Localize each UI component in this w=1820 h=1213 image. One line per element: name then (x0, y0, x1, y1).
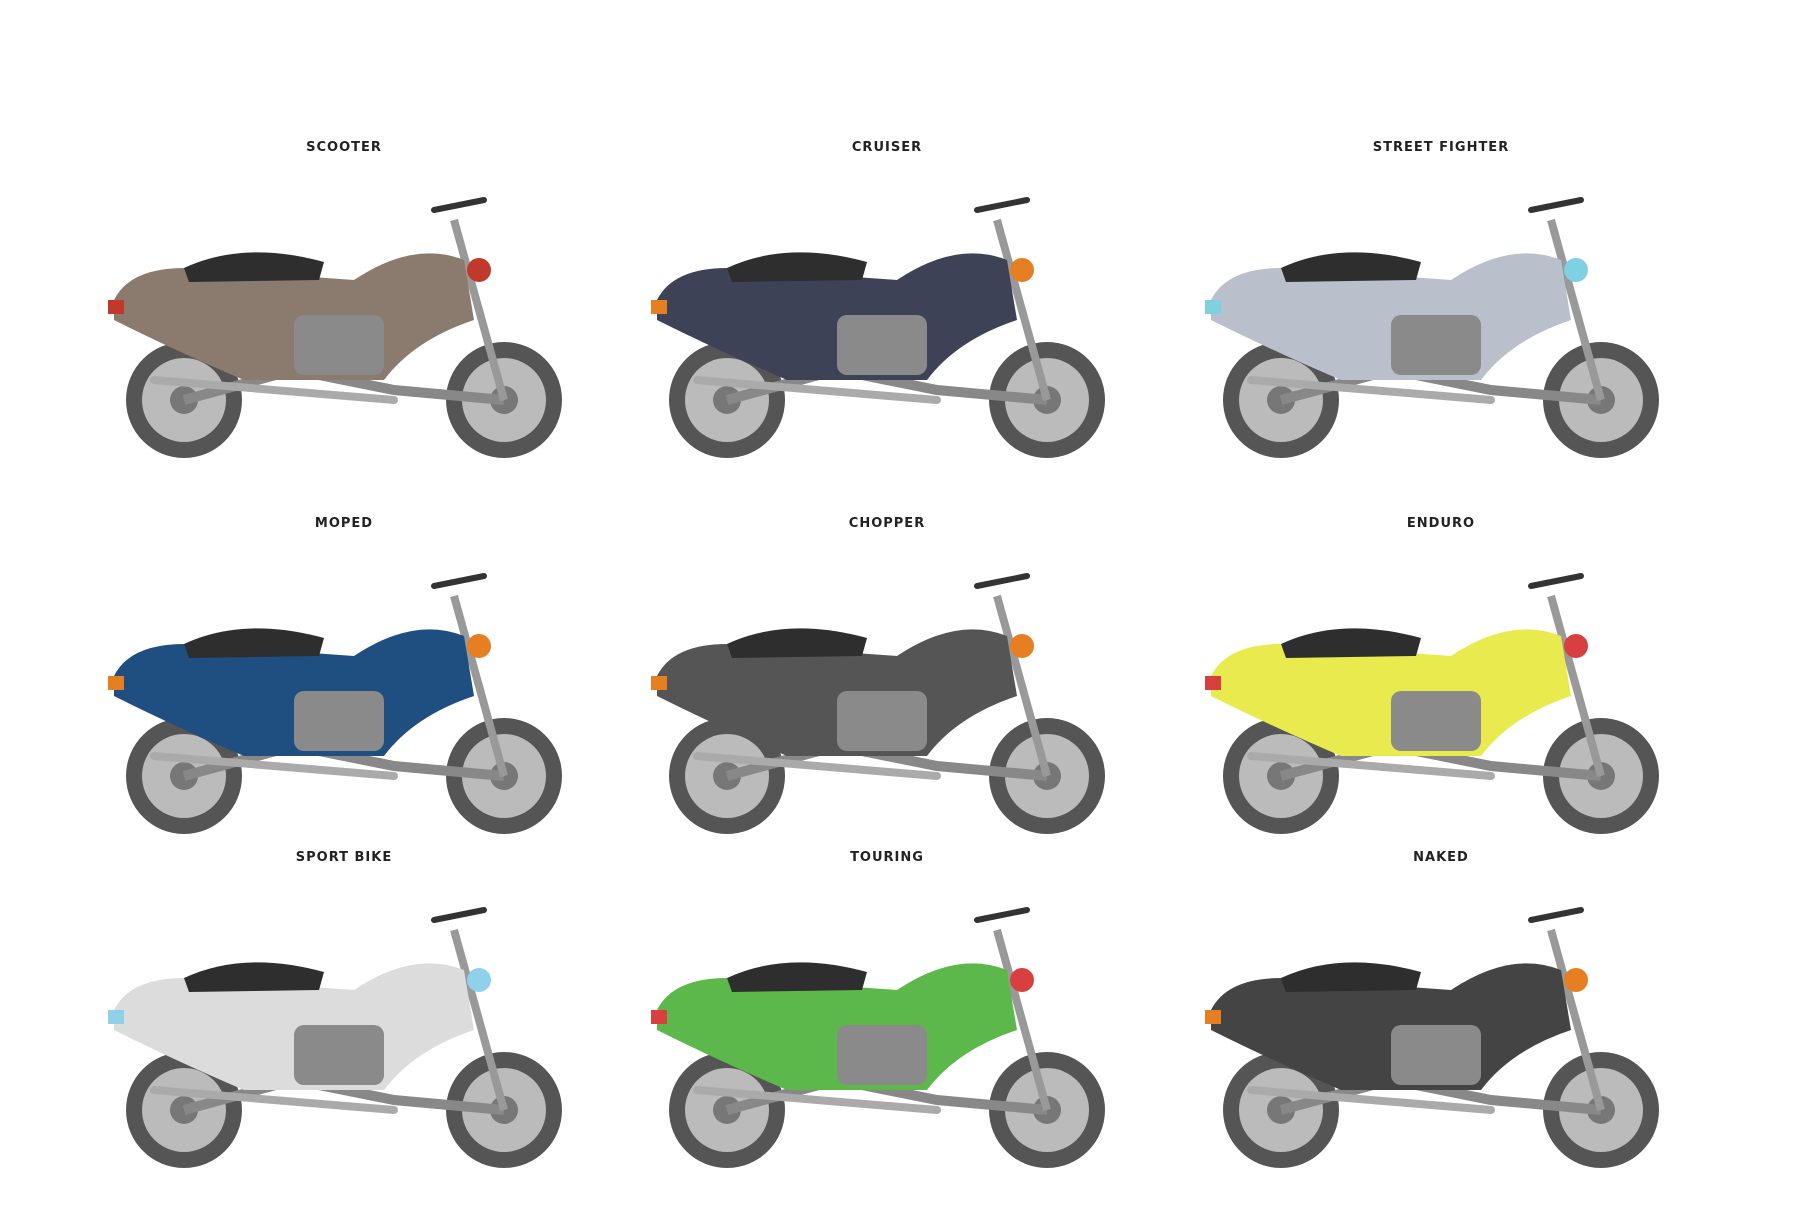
engine (294, 691, 384, 751)
exhaust (150, 376, 398, 404)
seat (184, 252, 324, 282)
fork (1547, 928, 1605, 1112)
fork (450, 218, 508, 402)
tail-light (651, 1010, 667, 1024)
tail-light (1205, 1010, 1221, 1024)
headlight (1564, 968, 1588, 992)
motorcycle-illustration (108, 197, 562, 458)
handlebar (974, 907, 1030, 923)
headlight (467, 634, 491, 658)
seat (184, 962, 324, 992)
bike-label: SCOOTER (306, 140, 382, 155)
fork (1547, 594, 1605, 778)
engine (1391, 1025, 1481, 1085)
exhaust (150, 752, 398, 780)
bike-chopper: CHOPPER (607, 516, 1167, 856)
handlebar (1528, 907, 1584, 923)
tail-light (651, 676, 667, 690)
motorcycle-illustration (1205, 573, 1659, 834)
exhaust (693, 376, 941, 404)
headlight (1010, 258, 1034, 282)
bike-enduro: ENDURO (1161, 516, 1721, 856)
fork (450, 928, 508, 1112)
handlebar (431, 907, 487, 923)
motorcycle-illustration (651, 197, 1105, 458)
exhaust (1247, 752, 1495, 780)
tail-light (1205, 676, 1221, 690)
bike-label: STREET FIGHTER (1372, 140, 1510, 155)
bike-label: CHOPPER (848, 516, 926, 531)
headlight (1564, 634, 1588, 658)
fork (993, 928, 1051, 1112)
tail-light (1205, 300, 1221, 314)
bike-sport-bike: SPORT BIKE (64, 850, 624, 1190)
headlight (467, 258, 491, 282)
engine (294, 1025, 384, 1085)
headlight (1010, 634, 1034, 658)
bike-label: NAKED (1413, 850, 1469, 865)
tail-light (651, 300, 667, 314)
bike-naked: NAKED (1161, 850, 1721, 1190)
fork (993, 594, 1051, 778)
bike-scooter: SCOOTER (64, 140, 624, 480)
motorcycle-illustration (651, 907, 1105, 1168)
motorcycle-illustration (108, 907, 562, 1168)
exhaust (1247, 1086, 1495, 1114)
fork (1547, 218, 1605, 402)
seat (1281, 252, 1421, 282)
bike-label: ENDURO (1406, 516, 1476, 531)
handlebar (974, 197, 1030, 213)
bike-touring: TOURING (607, 850, 1167, 1190)
handlebar (431, 573, 487, 589)
headlight (467, 968, 491, 992)
bike-label: SPORT BIKE (295, 850, 393, 865)
handlebar (431, 197, 487, 213)
engine (837, 315, 927, 375)
engine (837, 691, 927, 751)
tail-light (108, 676, 124, 690)
motorcycle-illustration (1205, 907, 1659, 1168)
exhaust (1247, 376, 1495, 404)
bike-cruiser: CRUISER (607, 140, 1167, 480)
motorcycle-illustration (651, 573, 1105, 834)
headlight (1564, 258, 1588, 282)
engine (294, 315, 384, 375)
bike-label: CRUISER (851, 140, 923, 155)
engine (1391, 315, 1481, 375)
seat (727, 252, 867, 282)
engine (1391, 691, 1481, 751)
seat (727, 628, 867, 658)
tail-light (108, 1010, 124, 1024)
seat (1281, 628, 1421, 658)
fork (993, 218, 1051, 402)
fork (450, 594, 508, 778)
bike-label: MOPED (314, 516, 374, 531)
bike-moped: MOPED (64, 516, 624, 856)
tail-light (108, 300, 124, 314)
motorcycle-illustration (108, 573, 562, 834)
seat (1281, 962, 1421, 992)
headlight (1010, 968, 1034, 992)
exhaust (150, 1086, 398, 1114)
motorcycle-illustration (1205, 197, 1659, 458)
exhaust (693, 1086, 941, 1114)
exhaust (693, 752, 941, 780)
handlebar (1528, 197, 1584, 213)
engine (837, 1025, 927, 1085)
handlebar (1528, 573, 1584, 589)
bike-street-fighter: STREET FIGHTER (1161, 140, 1721, 480)
seat (184, 628, 324, 658)
handlebar (974, 573, 1030, 589)
seat (727, 962, 867, 992)
bike-label: TOURING (850, 850, 924, 865)
